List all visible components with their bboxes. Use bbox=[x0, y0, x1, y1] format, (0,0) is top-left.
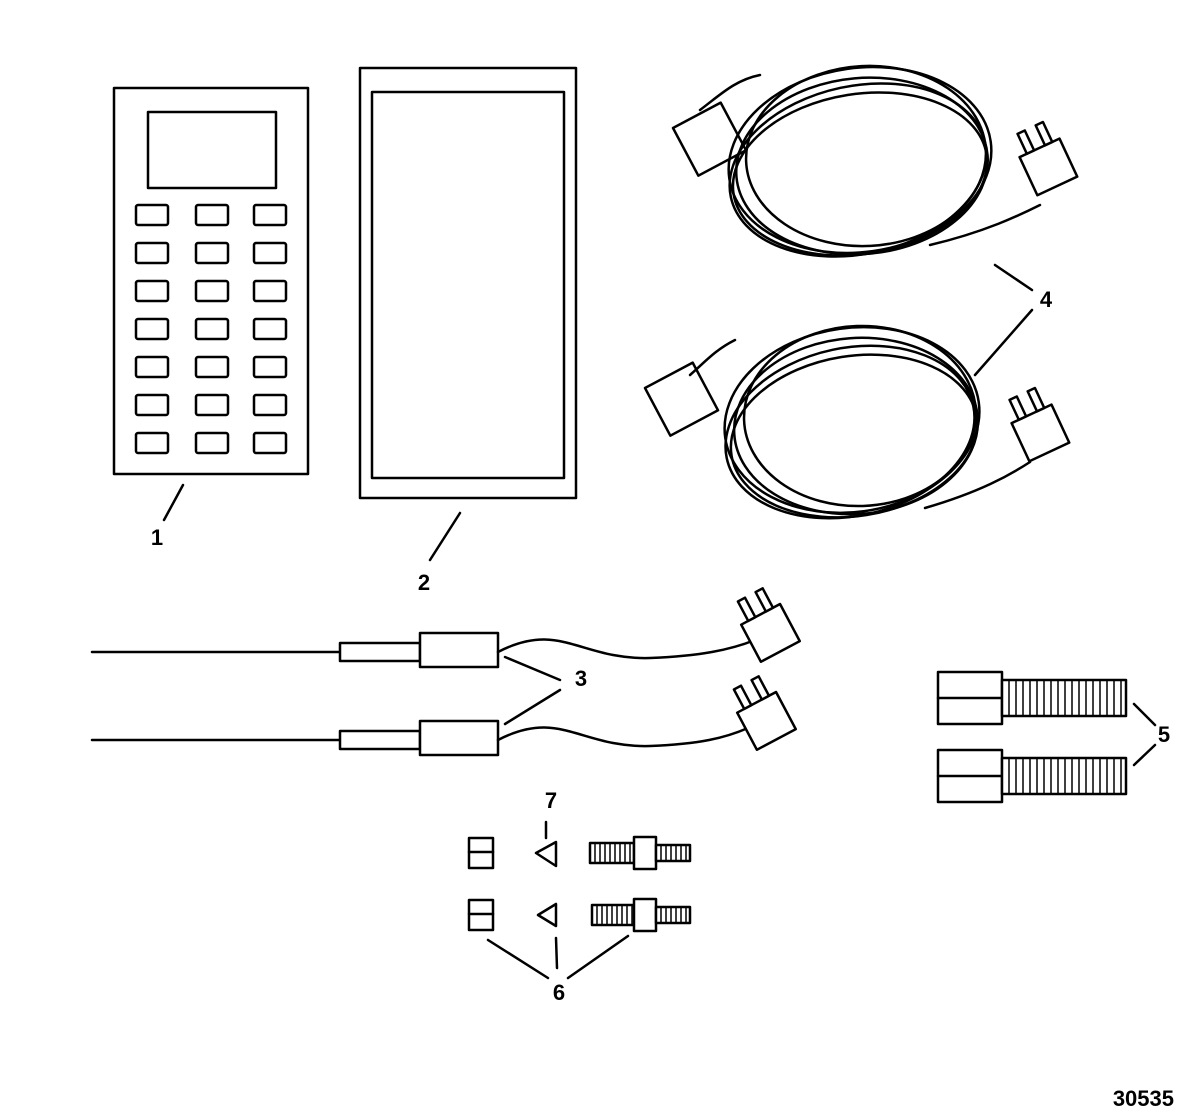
keypad-key bbox=[194, 317, 230, 341]
callout-4: 4 bbox=[1040, 287, 1053, 312]
cable-upper-square-connector bbox=[671, 101, 748, 177]
part-1-meter bbox=[112, 86, 310, 476]
leader-4 bbox=[993, 263, 1034, 292]
keypad-key bbox=[134, 317, 170, 341]
keypad-key bbox=[134, 203, 170, 227]
probe-lower-lead bbox=[496, 726, 750, 748]
keypad-key bbox=[194, 355, 230, 379]
leader-4 bbox=[973, 308, 1034, 377]
callout-1: 1 bbox=[151, 525, 163, 550]
keypad-key bbox=[194, 393, 230, 417]
part-3-probe-upper bbox=[90, 587, 802, 669]
probe-upper-plug bbox=[736, 587, 802, 664]
probe-upper-handle bbox=[418, 631, 500, 669]
probe-lower-handle bbox=[418, 719, 500, 757]
callout-5: 5 bbox=[1158, 722, 1170, 747]
callout-3: 3 bbox=[575, 666, 587, 691]
cable-lower-lead bbox=[923, 460, 1032, 510]
keypad-key bbox=[252, 203, 288, 227]
keypad-key bbox=[134, 355, 170, 379]
cable-upper-lead bbox=[928, 203, 1042, 247]
leader-5 bbox=[1132, 743, 1157, 767]
probe-upper-sleeve bbox=[338, 641, 422, 663]
coil-loop bbox=[731, 91, 989, 257]
keypad-key bbox=[194, 241, 230, 265]
meter-keypad bbox=[134, 203, 288, 455]
leader-3 bbox=[503, 688, 562, 726]
keypad-key bbox=[194, 431, 230, 455]
leader-5 bbox=[1132, 702, 1157, 727]
cable-upper-lead bbox=[698, 73, 762, 112]
meter-display bbox=[146, 110, 278, 190]
keypad-key bbox=[194, 279, 230, 303]
part-5-adapter-upper bbox=[936, 670, 1128, 726]
part-6-fitting-lower bbox=[590, 897, 692, 933]
cable-lower-lead bbox=[688, 338, 737, 377]
keypad-key bbox=[252, 393, 288, 417]
part-7-ferrule-lower bbox=[536, 902, 558, 928]
part-2-panel bbox=[358, 66, 578, 500]
cable-lower-square-connector bbox=[643, 361, 720, 437]
probe-lower-plug bbox=[732, 675, 798, 752]
keypad-key bbox=[134, 279, 170, 303]
cable-lower-plug bbox=[1008, 386, 1071, 463]
leader-3 bbox=[503, 655, 562, 682]
coil-loop bbox=[734, 76, 990, 256]
keypad-key bbox=[252, 279, 288, 303]
probe-lower-sleeve bbox=[338, 729, 422, 751]
callout-6: 6 bbox=[553, 980, 565, 1005]
keypad-key bbox=[134, 431, 170, 455]
cable-upper-plug bbox=[1016, 120, 1079, 197]
part-6-nut-lower bbox=[467, 898, 495, 932]
coil-loop bbox=[729, 353, 979, 519]
part-3-probe-lower bbox=[90, 675, 798, 757]
keypad-key bbox=[134, 241, 170, 265]
part-4-coiled-cable-upper bbox=[671, 64, 1079, 258]
part-7-ferrule-upper bbox=[534, 840, 558, 868]
part-5-adapter-lower bbox=[936, 748, 1128, 804]
part-6-nut-upper bbox=[467, 836, 495, 870]
leader-1 bbox=[162, 483, 185, 522]
part-6-fitting-upper bbox=[588, 835, 692, 871]
leader-6 bbox=[566, 934, 630, 980]
leader-2 bbox=[428, 511, 462, 562]
panel-inner bbox=[370, 90, 566, 480]
leader-lines bbox=[162, 263, 1157, 980]
leader-6 bbox=[554, 936, 559, 970]
keypad-key bbox=[252, 431, 288, 455]
callout-2: 2 bbox=[418, 570, 430, 595]
keypad-key bbox=[134, 393, 170, 417]
keypad-key bbox=[194, 203, 230, 227]
keypad-key bbox=[252, 317, 288, 341]
figure-number: 30535 bbox=[1113, 1086, 1174, 1111]
leader-6 bbox=[486, 938, 550, 980]
probe-upper-lead bbox=[496, 638, 757, 660]
keypad-key bbox=[252, 355, 288, 379]
callout-7: 7 bbox=[545, 788, 557, 813]
part-4-coiled-cable-lower bbox=[643, 324, 1071, 520]
keypad-key bbox=[252, 241, 288, 265]
